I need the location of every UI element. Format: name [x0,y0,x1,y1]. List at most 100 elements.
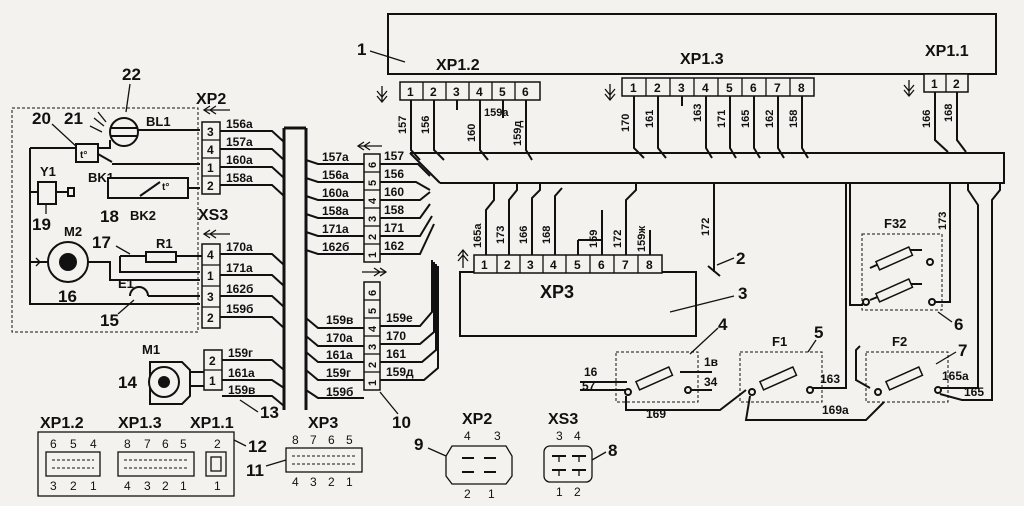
svg-text:165а: 165а [472,223,484,248]
svg-text:168: 168 [541,226,553,244]
svg-text:7: 7 [774,81,781,95]
callout-22: 22 [122,65,141,84]
xp2-connector: XP2 3 4 1 2 156а 157а 160а 158а [196,91,285,197]
svg-text:169: 169 [646,407,666,421]
svg-text:2: 2 [504,258,511,272]
svg-text:156: 156 [420,116,432,134]
middle-connector-upper: 6 5 4 3 2 1 157а 156а 160а 158а 171а 162… [305,141,435,263]
svg-text:4: 4 [367,325,379,332]
svg-text:162б: 162б [322,240,349,254]
svg-text:4: 4 [464,429,471,443]
svg-text:5: 5 [367,308,379,314]
svg-text:BK2: BK2 [130,208,156,223]
svg-text:162: 162 [384,239,404,253]
svg-text:160а: 160а [226,153,253,167]
svg-text:170а: 170а [226,240,253,254]
callout-10: 10 [392,413,411,432]
svg-text:4: 4 [476,85,483,99]
svg-text:171: 171 [716,110,728,128]
svg-text:159: 159 [588,230,600,248]
svg-text:160: 160 [466,124,478,142]
svg-text:F2: F2 [892,334,907,349]
fuse-f32: F32 173 6 [849,183,963,334]
left-panel-wires [29,129,200,305]
svg-text:171а: 171а [322,222,349,236]
callout-7: 7 [958,341,967,360]
svg-text:16: 16 [584,365,598,379]
svg-text:1: 1 [209,374,216,388]
svg-text:5: 5 [726,81,733,95]
svg-text:171: 171 [384,221,404,235]
svg-text:165а: 165а [942,369,969,383]
svg-text:2: 2 [953,77,960,91]
svg-text:170: 170 [620,114,632,132]
svg-text:XP1.1: XP1.1 [190,415,234,432]
svg-text:5: 5 [367,180,379,186]
svg-text:1: 1 [367,252,379,258]
svg-text:161: 161 [644,110,656,128]
unit-1-block: 1 XP1.2 XP1.3 XP1.1 [357,13,997,75]
callout-17: 17 [92,233,111,252]
svg-text:1: 1 [481,258,488,272]
svg-text:4: 4 [90,437,97,451]
svg-text:161: 161 [386,347,406,361]
xp1-2-label: XP1.2 [436,57,480,74]
svg-text:162б: 162б [226,282,253,296]
svg-text:3: 3 [678,81,685,95]
svg-text:XP3: XP3 [308,415,338,432]
svg-text:168: 168 [943,104,955,122]
bulb-bl1: BL1 [89,111,171,147]
motor-m2: M2 16 [35,224,100,306]
callout-19: 19 [32,215,51,234]
svg-text:2: 2 [207,311,214,325]
callout-9: 9 [414,435,423,454]
svg-text:159в: 159в [326,313,353,327]
svg-text:159б: 159б [226,302,253,316]
svg-text:2: 2 [70,479,77,493]
xs3-connector: XS3 4 1 3 2 170а 171а 162б 159б [198,207,285,329]
svg-text:2: 2 [214,437,221,451]
svg-text:4: 4 [124,479,131,493]
svg-text:157а: 157а [322,150,349,164]
svg-text:4: 4 [702,81,709,95]
svg-text:165: 165 [964,385,984,399]
motor-m1: M1 14 2 1 159г 161а 159в 13 [118,342,285,422]
svg-text:156а: 156а [226,117,253,131]
svg-text:2: 2 [209,354,216,368]
wire-172-free: 172 2 3 [669,183,747,313]
svg-text:3: 3 [310,475,317,489]
svg-text:159б: 159б [326,385,353,399]
svg-text:2: 2 [207,179,214,193]
svg-text:R1: R1 [156,236,173,251]
svg-text:172: 172 [612,230,624,248]
xp1-3-label: XP1.3 [680,51,724,68]
left-panel-frame: 22 20 21 [11,65,199,333]
svg-text:4: 4 [207,248,214,262]
callout-6: 6 [954,315,963,334]
callout-3: 3 [738,284,747,303]
svg-text:M2: M2 [64,224,82,239]
svg-text:157: 157 [397,116,409,134]
callout-20: 20 [32,109,51,128]
svg-text:159в: 159в [228,383,255,397]
callout-5: 5 [814,323,823,342]
svg-text:1: 1 [488,487,495,501]
connector-arrow-icons [376,80,915,268]
svg-text:3: 3 [494,429,501,443]
svg-text:57: 57 [582,379,596,393]
svg-text:8: 8 [646,258,653,272]
svg-text:4: 4 [207,143,214,157]
svg-text:5: 5 [346,433,353,447]
xp1-3-wires: 170 161 163 171 165 162 158 [620,96,809,159]
svg-text:165: 165 [740,110,752,128]
svg-text:3: 3 [367,344,379,350]
svg-text:6: 6 [162,437,169,451]
svg-text:160а: 160а [322,186,349,200]
callout-4: 4 [718,315,728,334]
svg-text:7: 7 [622,258,629,272]
svg-text:163: 163 [820,372,840,386]
middle-connector-lower: 6 5 4 3 2 1 159в 170а 161а 159г 159б 159… [305,260,439,432]
svg-text:34: 34 [704,375,718,389]
svg-text:163: 163 [692,104,704,122]
